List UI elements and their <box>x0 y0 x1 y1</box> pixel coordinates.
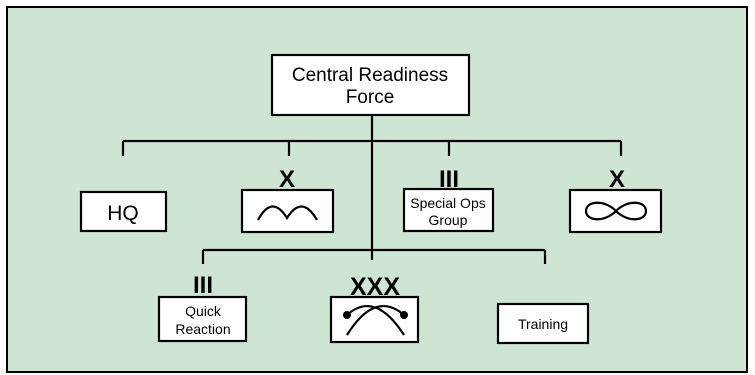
hq-box <box>79 190 168 233</box>
root-label-line1: Central Readiness <box>292 65 448 86</box>
root-label-line2: Force <box>346 87 395 108</box>
quick-reaction-label-line2: Reaction <box>175 321 230 337</box>
connector-lines <box>121 115 623 264</box>
quick-reaction-node: III Quick Reaction <box>157 272 248 343</box>
hq-label: HQ <box>107 202 139 225</box>
special-ops-label-line2: Group <box>429 212 468 228</box>
training-node: Training <box>496 302 590 345</box>
nbc-unit-box <box>329 295 420 344</box>
special-ops-box <box>402 187 495 233</box>
crossed-arrows-icon <box>343 305 408 336</box>
quick-reaction-box <box>157 295 248 343</box>
special-ops-group-node: III Special Ops Group <box>402 166 495 233</box>
special-ops-label-line1: Special Ops <box>410 195 485 211</box>
airborne-echelon: X <box>279 166 295 193</box>
training-box <box>496 302 590 345</box>
special-ops-echelon: III <box>439 166 459 193</box>
root-box <box>270 53 471 117</box>
nbc-unit-node: XXX <box>329 273 420 344</box>
airborne-box <box>240 188 335 234</box>
hq-node: HQ <box>79 190 168 233</box>
helicopter-icon <box>584 201 648 221</box>
root-node: Central Readiness Force <box>270 53 471 117</box>
quick-reaction-label-line1: Quick <box>185 303 222 319</box>
airborne-icon <box>257 205 318 221</box>
helicopter-echelon: X <box>609 166 625 193</box>
airborne-brigade-node: X <box>240 166 335 234</box>
quick-reaction-echelon: III <box>193 272 213 299</box>
training-label: Training <box>518 316 568 332</box>
helicopter-brigade-node: X <box>568 166 663 234</box>
